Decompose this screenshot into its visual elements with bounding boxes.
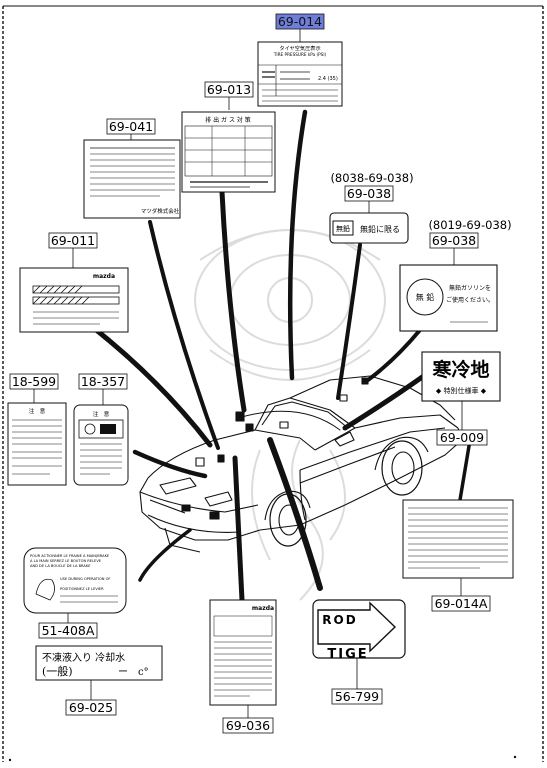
cold-region-subtext: ◆ 特別仕様車 ◆ — [436, 386, 487, 395]
callout-18-599[interactable]: 18-599 — [9, 373, 59, 390]
page-border — [2, 5, 544, 762]
label-69-041-maker: マツダ株式会社 — [141, 207, 180, 215]
corner-marks — [8, 755, 517, 762]
callout-label: 18-357 — [81, 374, 125, 389]
label-rod-tige: ROD TIGE — [312, 599, 406, 662]
callout-69-009[interactable]: 69-009 — [436, 429, 488, 446]
french-line-5: POSITIONNEZ LE LEVIER — [60, 587, 104, 591]
unleaded-circle-text: 無 鉛 — [416, 292, 435, 302]
mazda-logo-small: mazda — [93, 273, 115, 280]
cold-region-text: 寒冷地 — [432, 358, 489, 381]
label-coolant: 不凍液入り 冷却水 (一般) ー c° — [35, 645, 163, 681]
label-18-599: 注 意 — [7, 402, 67, 486]
callout-label: 69-014A — [435, 596, 488, 611]
callout-51-408a[interactable]: 51-408A — [38, 622, 98, 639]
label-cold-region: 寒冷地 ◆ 特別仕様車 ◆ — [421, 351, 501, 402]
callout-label: 69-009 — [440, 430, 484, 445]
unleaded-text: 無鉛に限る — [360, 224, 400, 234]
unleaded-note-2: ご使用ください。 — [446, 296, 494, 304]
callout-label: 69-036 — [226, 718, 270, 733]
callout-label: 69-014 — [278, 14, 322, 29]
label-unleaded-large: 無 鉛 無鉛ガソリンを ご使用ください。 — [399, 264, 498, 332]
label-69-041: マツダ株式会社 — [83, 139, 181, 219]
tire-label-value: 2.4 (35) — [318, 76, 338, 82]
callout-sub-label: (8019-69-038) — [428, 218, 511, 232]
callout-label: 69-038 — [432, 233, 476, 248]
french-line-3: AND DE LA BOUCLE DE LA BRAKE — [30, 564, 91, 568]
callout-label: 69-025 — [69, 700, 113, 715]
callout-label: 56-799 — [335, 689, 379, 704]
warn-title-2: 注 意 — [93, 410, 110, 418]
card-mazda-logo: mazda — [252, 605, 274, 612]
warn-title: 注 意 — [29, 407, 46, 415]
callout-69-014a[interactable]: 69-014A — [431, 595, 491, 612]
callout-69-038-a[interactable]: (8038-69-038) 69-038 — [330, 171, 414, 202]
callout-label: 51-408A — [42, 623, 95, 638]
unleaded-box-text: 無鉛 — [336, 224, 350, 233]
rod-text: ROD — [322, 613, 357, 627]
tire-label-sub: TIRE PRESSURE kPa (PSI) — [273, 52, 327, 57]
label-18-357: 注 意 — [73, 404, 129, 486]
leader-lines — [87, 109, 472, 603]
label-emission: 排 出 ガ ス 対 策 — [181, 111, 276, 193]
label-69-036: mazda — [209, 599, 277, 706]
emission-label-title: 排 出 ガ ス 対 策 — [205, 116, 251, 124]
callout-label: 18-599 — [12, 374, 56, 389]
coolant-line-2: (一般) — [42, 665, 73, 678]
french-line-2: A LA MAIN SERREZ LE BOUTON RELEVE — [30, 559, 102, 563]
callout-connectors — [33, 29, 463, 718]
callout-sub-label: (8038-69-038) — [330, 171, 413, 185]
tire-label-title: タイヤ空気圧表示 — [279, 44, 320, 52]
callout-69-041[interactable]: 69-041 — [106, 118, 156, 135]
label-69-014a — [402, 499, 514, 579]
callout-56-799[interactable]: 56-799 — [331, 688, 383, 705]
callout-69-013[interactable]: 69-013 — [204, 81, 254, 98]
callout-label: 69-013 — [207, 82, 251, 97]
callout-69-025[interactable]: 69-025 — [65, 699, 117, 716]
callout-69-038-b[interactable]: (8019-69-038) 69-038 — [428, 218, 512, 249]
callout-18-357[interactable]: 18-357 — [78, 373, 128, 390]
tige-text: TIGE — [327, 647, 368, 662]
callout-label: 69-011 — [51, 233, 95, 248]
french-line-1: POUR ACTIONNER LE FRAINE A MAIN(BRAKE — [30, 554, 110, 558]
coolant-line-3: ー c° — [118, 667, 149, 678]
label-69-011: mazda — [19, 267, 129, 333]
label-unleaded-small: 無鉛 無鉛に限る — [329, 212, 409, 244]
car-outline — [139, 375, 463, 553]
coolant-line-1: 不凍液入り 冷却水 — [42, 651, 125, 664]
label-51-408a: POUR ACTIONNER LE FRAINE A MAIN(BRAKE A … — [23, 547, 127, 614]
callout-label: 69-041 — [109, 119, 153, 134]
label-tire-pressure: タイヤ空気圧表示 TIRE PRESSURE kPa (PSI) 2.4 (35… — [257, 41, 343, 107]
unleaded-note-1: 無鉛ガソリンを — [449, 284, 491, 292]
callout-69-036[interactable]: 69-036 — [222, 717, 274, 734]
callout-69-014[interactable]: 69-014 — [275, 13, 325, 30]
french-line-4: USE DURING OPERATION OF — [60, 577, 111, 581]
callout-69-011[interactable]: 69-011 — [48, 232, 98, 249]
callout-label: 69-038 — [347, 186, 391, 201]
